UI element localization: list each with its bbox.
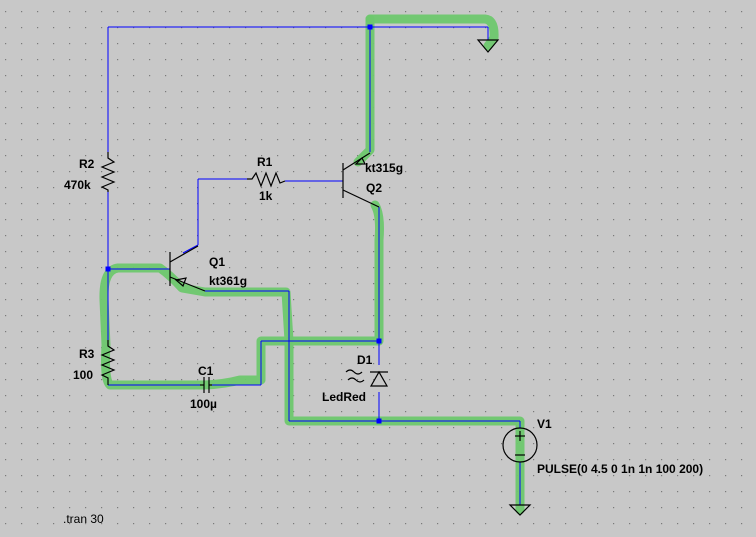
q2-value-label: kt315g [365,161,403,175]
q2-ref-label: Q2 [366,181,382,195]
r3-value-label: 100 [73,368,93,382]
v1-value-label: PULSE(0 4.5 0 1n 1n 100 200) [537,462,703,476]
q1-ref-label: Q1 [209,255,225,269]
resistor-icon [100,152,116,192]
r3-ref-label: R3 [79,347,95,361]
q1-value-label: kt361g [209,274,247,288]
voltage-source-v1[interactable]: V1 PULSE(0 4.5 0 1n 1n 100 200) [502,417,703,476]
c1-ref-label: C1 [198,364,214,378]
wires [107,26,521,505]
resistor-r3[interactable]: R3 100 [73,340,116,385]
capacitor-icon [200,377,212,393]
ground-icon[interactable] [476,39,500,53]
spice-directive[interactable]: .tran 30 [63,512,104,526]
d1-value-label: LedRed [322,390,366,404]
resistor-icon [100,340,116,385]
voltage-source-icon [502,427,538,463]
transistor-q1[interactable]: Q1 kt361g [169,245,247,292]
v1-ref-label: V1 [537,417,552,431]
transistor-icon [169,245,206,292]
transistor-icon [342,152,380,208]
r2-value-label: 470k [64,178,91,192]
r1-value-label: 1k [259,189,273,203]
ground-icon[interactable] [508,504,532,516]
r1-ref-label: R1 [257,155,273,169]
led-d1[interactable]: D1 LedRed [322,353,389,404]
resistor-r2[interactable]: R2 470k [64,152,116,192]
led-icon [345,369,389,387]
junctions [105,24,382,424]
capacitor-c1[interactable]: C1 100µ [190,364,217,411]
transistor-q2[interactable]: kt315g Q2 [342,152,403,208]
d1-ref-label: D1 [357,353,373,367]
r2-ref-label: R2 [79,157,95,171]
resistor-icon [247,171,286,188]
c1-value-label: 100µ [190,397,217,411]
resistor-r1[interactable]: R1 1k [247,155,286,203]
